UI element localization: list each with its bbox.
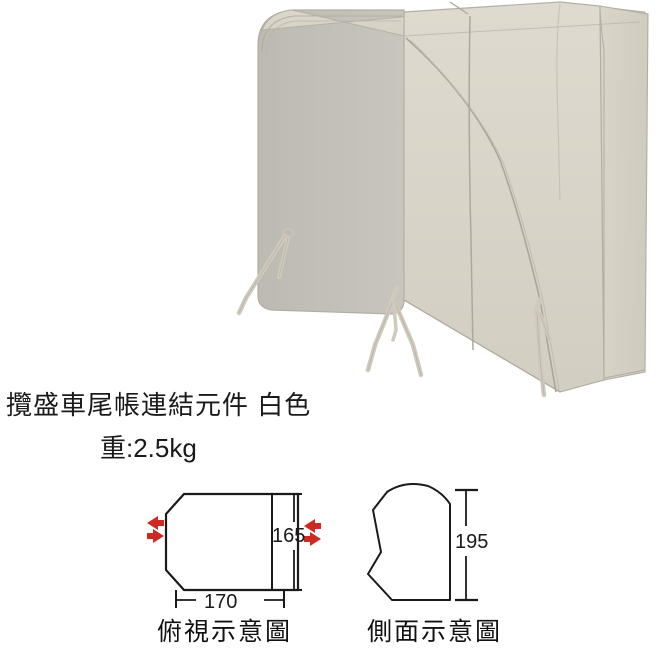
top-view-height-dimension: 165: [272, 493, 305, 591]
tent-side-panel: [403, 1, 605, 393]
dim-165-label: 165: [272, 525, 305, 547]
right-panel-bottom-edge: [603, 369, 646, 379]
front-panel-corner-seam-inner: [265, 20, 401, 57]
side-panel-bottom-edge: [403, 299, 561, 393]
product-name: 攬盛車尾帳連結元件 白色: [6, 390, 312, 420]
arrow-right-lower-icon-2: [304, 532, 321, 546]
guy-line-middle: [365, 285, 424, 378]
top-panel-seam-a: [449, 1, 469, 15]
front-panel-corner-seam: [261, 15, 402, 53]
dim-170-label: 170: [204, 591, 237, 613]
side-view-height-dimension: 195: [455, 488, 488, 602]
dim-195-label: 195: [455, 531, 488, 553]
top-view-diagram: 165 170: [147, 492, 321, 613]
guy-line-left: [236, 228, 294, 316]
tent-diagonal-seam: [405, 37, 557, 393]
tent-front-panel: [257, 9, 405, 315]
tent-diagonal-seam-highlight: [409, 39, 560, 391]
top-view-width-dimension: 170: [175, 590, 285, 613]
product-weight: 重:2.5kg: [100, 433, 197, 463]
arrow-right-lower-icon: [147, 529, 164, 543]
right-panel-seam: [599, 9, 605, 370]
guy-line-right: [533, 297, 552, 398]
top-panel-seam-b: [556, 3, 561, 201]
side-view-caption: 側面示意圖: [367, 618, 503, 646]
arrow-left-upper-icon: [147, 516, 164, 530]
arrow-left-upper-icon-2: [304, 519, 321, 533]
product-text-block: 攬盛車尾帳連結元件 白色 重:2.5kg: [0, 385, 400, 465]
dimension-diagrams: 165 170 195: [147, 483, 488, 613]
side-view-outline: [367, 483, 451, 601]
tent-vertical-seam: [468, 15, 474, 351]
top-view-left-arrows: [147, 516, 164, 543]
top-view-caption: 俯視示意圖: [157, 618, 293, 646]
tent-illustration: [236, 1, 649, 398]
top-view-right-arrows: [304, 519, 321, 546]
side-view-diagram: 195: [367, 483, 488, 602]
tent-right-edge-panel: [599, 5, 649, 381]
